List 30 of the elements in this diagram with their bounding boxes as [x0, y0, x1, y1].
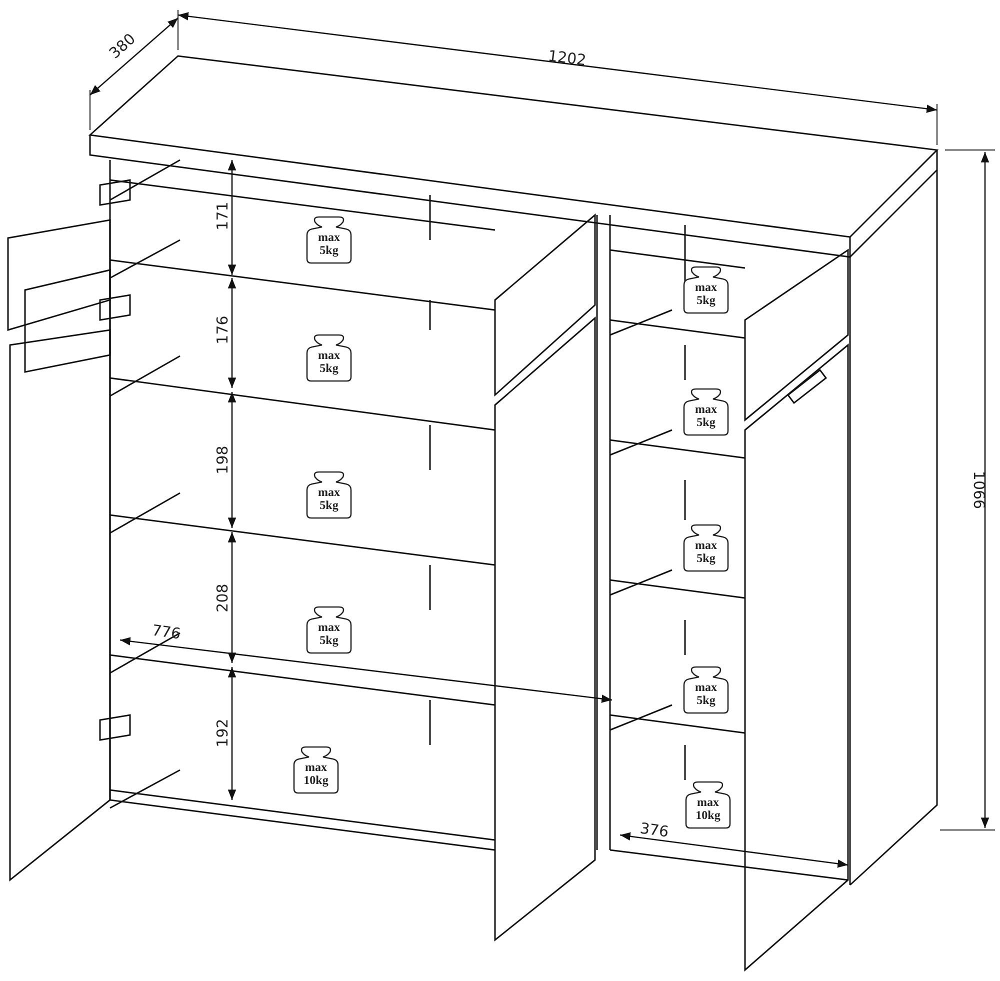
weight-icon: [305, 470, 353, 520]
load-limit-text: max 5kg: [317, 231, 341, 257]
weight-icon: [682, 265, 730, 315]
weight-icon: [684, 780, 732, 830]
dimension-label: 776: [151, 622, 182, 642]
weight-icon: [682, 387, 730, 437]
weight-icon: [682, 665, 730, 715]
load-limit-text: max 5kg: [317, 621, 341, 647]
weight-icon: [682, 523, 730, 573]
load-limit-text: max 5kg: [694, 403, 718, 429]
load-limit-text: max 10kg: [694, 796, 722, 822]
dimension-label: 176: [214, 316, 230, 344]
load-limit-text: max 5kg: [694, 281, 718, 307]
dimension-label: 208: [214, 584, 230, 612]
weight-icon: [305, 215, 353, 265]
load-limit-text: max 5kg: [694, 681, 718, 707]
load-limit-text: max 5kg: [317, 349, 341, 375]
dimension-label: 1066: [971, 470, 988, 510]
weight-icon: [305, 605, 353, 655]
dimension-label: 198: [214, 446, 230, 474]
dimension-label: 171: [214, 202, 230, 230]
load-limit-text: max 10kg: [302, 761, 330, 787]
load-limit-text: max 5kg: [317, 486, 341, 512]
dimension-label: 192: [214, 718, 230, 748]
load-limit-text: max 5kg: [694, 539, 718, 565]
dimension-label: 376: [639, 820, 670, 840]
dimension-label: 380: [106, 30, 138, 62]
weight-icon: [292, 745, 340, 795]
weight-icon: [305, 333, 353, 383]
dimension-label: 1202: [547, 48, 588, 68]
